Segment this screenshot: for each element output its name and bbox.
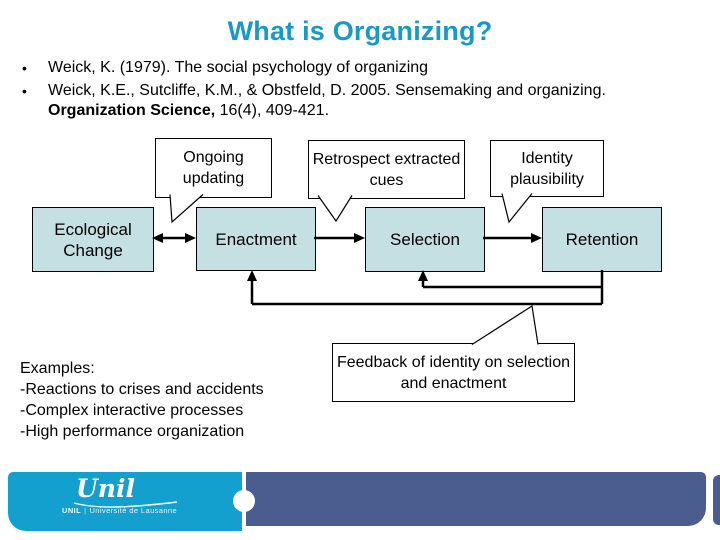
arrowhead-right-icon (354, 233, 365, 243)
callout-label: Ongoing updating (182, 149, 245, 187)
reference-text: Weick, K.E., Sutcliffe, K.M., & Obstfeld… (48, 81, 656, 121)
callout-feedback: Feedback of identity on selection and en… (332, 343, 575, 402)
unil-logo-script: Unil (76, 474, 135, 503)
footer-bar-navy (246, 472, 706, 526)
example-item: -High performance organization (20, 423, 245, 440)
unil-logo: Unil UNIL|Université de Lausanne (60, 476, 200, 515)
bullet-icon: • (22, 60, 27, 76)
flow-box-label: Ecological Change (54, 219, 132, 260)
reference-item: • Weick, K.E., Sutcliffe, K.M., & Obstfe… (22, 81, 682, 121)
callout-ongoing-updating: Ongoing updating (155, 138, 272, 198)
callout-identity-plausibility: Identity plausibility (490, 140, 604, 197)
footer-bar-edge (713, 475, 720, 525)
callout-tail-feedback-icon (471, 304, 539, 346)
reference-journal-bold: Organization Science, (48, 102, 216, 119)
callout-tail-identity-icon (501, 193, 533, 224)
footer-bar-cyan (8, 472, 242, 531)
flow-box-ecological-change: Ecological Change (32, 207, 154, 272)
callout-label: Identity plausibility (510, 149, 584, 188)
unil-logo-caption: UNIL|Université de Lausanne (62, 506, 178, 515)
reference-text: Weick, K. (1979). The social psychology … (48, 59, 429, 76)
callout-tail-retrospect-icon (317, 195, 353, 223)
flow-box-enactment: Enactment (196, 207, 316, 271)
callout-label: Retrospect extracted cues (312, 150, 461, 189)
arrowhead-right-icon (185, 233, 196, 243)
flow-box-label: Retention (565, 230, 639, 249)
example-item: -Complex interactive processes (20, 402, 244, 419)
reference-text-plain: 16(4), 409-421. (215, 102, 330, 119)
bullet-icon: • (22, 83, 27, 99)
reference-text-plain: Weick, K.E., Sutcliffe, K.M., & Obstfeld… (48, 82, 606, 99)
examples-block: Examples: -Reactions to crises and accid… (20, 358, 264, 442)
flow-box-retention: Retention (542, 207, 662, 272)
flow-box-selection: Selection (365, 207, 485, 272)
feedback-lines (250, 270, 604, 306)
flow-box-label: Enactment (215, 229, 297, 249)
example-item: -Reactions to crises and accidents (20, 381, 264, 398)
unil-logo-swash-icon (73, 501, 178, 508)
callout-retrospect-extracted-cues: Retrospect extracted cues (308, 140, 465, 199)
reference-item: • Weick, K. (1979). The social psycholog… (22, 58, 682, 78)
footer-circle-icon (233, 490, 255, 512)
arrowhead-right-icon (531, 233, 542, 243)
callout-label: Feedback of identity on selection and en… (336, 353, 571, 392)
arrowhead-up-enactment-icon (247, 270, 257, 281)
page-title: What is Organizing? (227, 16, 493, 46)
flow-box-label: Selection (390, 230, 460, 249)
reference-list: • Weick, K. (1979). The social psycholog… (22, 58, 682, 124)
examples-heading: Examples: (20, 360, 95, 377)
